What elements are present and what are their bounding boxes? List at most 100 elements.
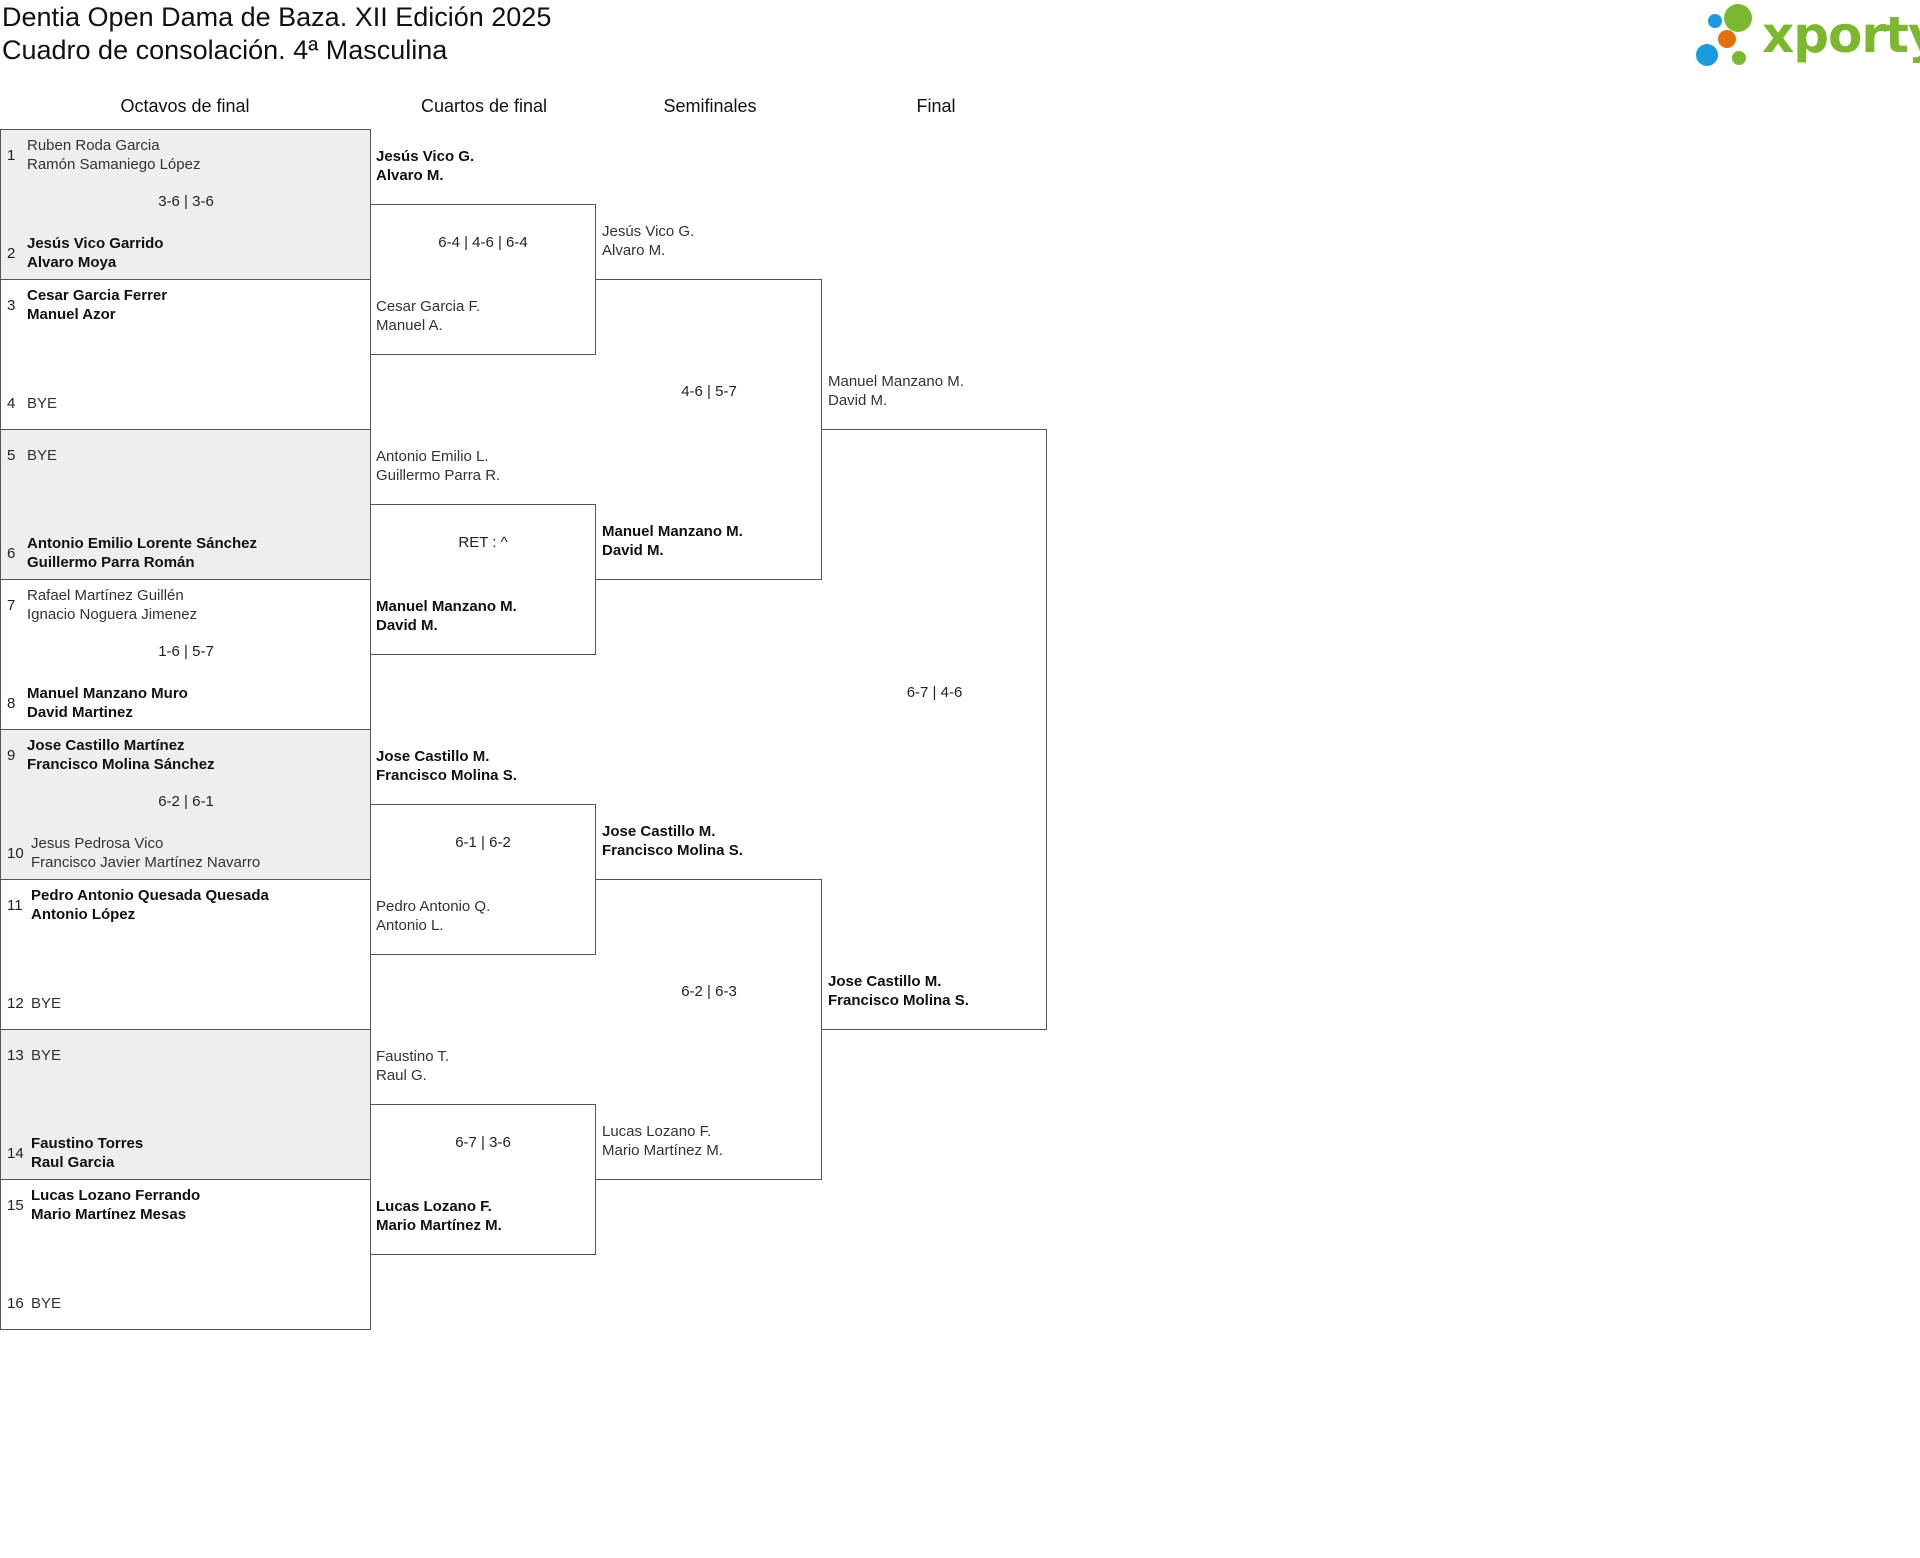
player-name: Jesus Pedrosa Vico: [31, 835, 164, 852]
player-name: Jose Castillo M.: [376, 748, 490, 765]
round-header-semifinales: Semifinales: [663, 96, 757, 116]
player-name: Jesús Vico G.: [602, 223, 695, 240]
match-score: 6-7 | 3-6: [455, 1134, 511, 1151]
team-entry[interactable]: Manuel Manzano M.David M.: [828, 372, 964, 410]
player-name: Antonio Emilio L.: [376, 448, 489, 465]
round-header-final: Final: [916, 96, 956, 116]
team-entry[interactable]: Antonio Emilio L.Guillermo Parra R.: [376, 447, 500, 485]
team-entry[interactable]: Lucas Lozano F. Mario Martínez M.: [376, 1197, 502, 1235]
team-entry[interactable]: Manuel Manzano M. David M.: [376, 597, 517, 635]
team-entry[interactable]: 16 BYE: [1, 1283, 61, 1323]
player-name: David M.: [602, 542, 664, 559]
team-entry[interactable]: Cesar Garcia F.Manuel A.: [376, 297, 480, 335]
team-entry[interactable]: Manuel Manzano M. David M.: [602, 522, 743, 560]
match-score: 4-6 | 5-7: [681, 383, 737, 400]
player-name: Alvaro Moya: [27, 254, 117, 271]
team-entry[interactable]: Jesús Vico G.Alvaro M.: [376, 147, 474, 185]
seed-number: 16: [7, 1294, 24, 1312]
match-score: RET : ^: [458, 534, 508, 551]
xporty-logo[interactable]: xporty: [1694, 4, 1920, 70]
player-name: Manuel Manzano M.: [376, 598, 517, 615]
player-name: Mario Martínez Mesas: [31, 1206, 187, 1223]
team-entry[interactable]: Jesús Vico G.Alvaro M.: [602, 222, 694, 260]
player-name: Alvaro M.: [376, 167, 444, 184]
team-names: BYE: [31, 1294, 61, 1313]
player-name: Francisco Molina S.: [602, 842, 743, 859]
team-entry[interactable]: Jose Castillo M.Francisco Molina S.: [828, 972, 969, 1010]
team-entry[interactable]: 13 BYE: [1, 1035, 61, 1075]
team-entry[interactable]: 5 BYE: [1, 435, 57, 475]
team-names: BYE: [31, 1046, 61, 1065]
player-name: Mario Martínez M.: [376, 1217, 502, 1234]
player-name: Antonio L.: [376, 917, 444, 934]
player-name: David M.: [376, 617, 438, 634]
player-name: Faustino Torres: [31, 1135, 144, 1152]
team-entry[interactable]: Lucas Lozano F.Mario Martínez M.: [602, 1122, 723, 1160]
team-names: BYE: [27, 394, 57, 413]
player-name: Manuel Manzano Muro: [27, 685, 188, 702]
player-name: Manuel Manzano M.: [828, 373, 964, 390]
player-name: Manuel A.: [376, 317, 443, 334]
player-name: Francisco Javier Martínez Navarro: [31, 854, 261, 871]
match-score: 3-6 | 3-6: [158, 193, 214, 210]
match-score: 6-1 | 6-2: [455, 834, 511, 851]
match-score: 6-2 | 6-3: [681, 983, 737, 1000]
seed-number: 5: [7, 446, 16, 464]
player-name: Guillermo Parra Román: [27, 554, 195, 571]
round-header-octavos: Octavos de final: [120, 96, 250, 116]
match-score: 6-7 | 4-6: [906, 684, 963, 701]
player-name: David Martinez: [27, 704, 133, 721]
team-entry[interactable]: Jose Castillo M. Francisco Molina S.: [602, 822, 743, 860]
seed-number: 8: [7, 694, 16, 712]
seed-number: 12: [7, 994, 24, 1012]
seed-number: 1: [7, 146, 16, 164]
logo-dot-icon: [1718, 30, 1736, 48]
seed-number: 7: [7, 596, 16, 614]
player-name: BYE: [31, 1294, 62, 1312]
player-name: BYE: [27, 446, 58, 464]
seed-number: 13: [7, 1046, 24, 1064]
logo-dot-icon: [1732, 51, 1746, 65]
player-name: Ignacio Noguera Jimenez: [27, 606, 198, 623]
match-connector: [370, 204, 596, 355]
player-name: Lucas Lozano Ferrando: [31, 1187, 201, 1204]
team-names: BYE: [27, 446, 57, 465]
player-name: Manuel Azor: [27, 306, 116, 323]
player-name: Jose Castillo M.: [602, 823, 716, 840]
team-entry[interactable]: Jose Castillo M. Francisco Molina S.: [376, 747, 517, 785]
logo-dot-icon: [1724, 4, 1752, 32]
player-name: Lucas Lozano F.: [376, 1198, 492, 1215]
team-entry[interactable]: Pedro Antonio Q.Antonio L.: [376, 897, 490, 935]
match-score: 6-4 | 4-6 | 6-4: [438, 234, 528, 251]
player-name: Francisco Molina S.: [376, 767, 517, 784]
player-name: Manuel Manzano M.: [602, 523, 743, 540]
logo-dot-icon: [1696, 44, 1718, 66]
team-entry[interactable]: Faustino T.Raul G.: [376, 1047, 449, 1085]
